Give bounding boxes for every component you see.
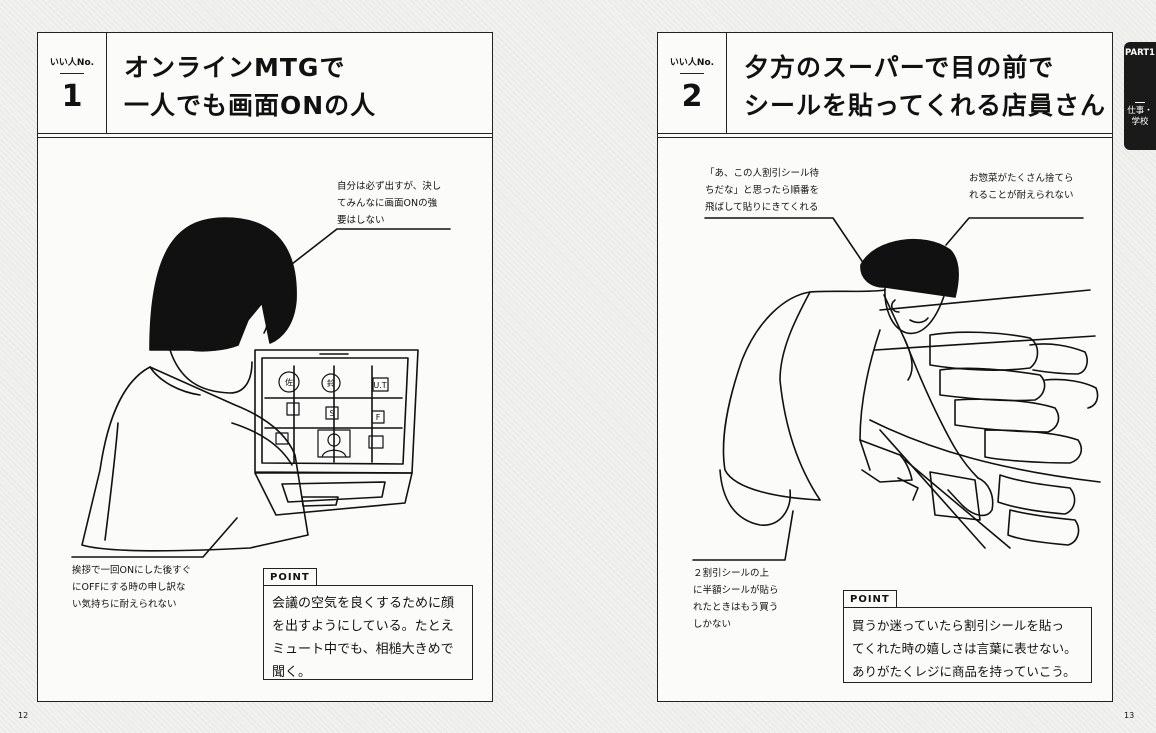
point-line: ありがたくレジに商品を持っていこう。 bbox=[852, 664, 1076, 679]
right-number: 2 bbox=[681, 79, 703, 114]
point-line: てくれた時の嬉しさは言葉に表せない。 bbox=[852, 641, 1077, 656]
point-line: ミュート中でも、相槌大きめで bbox=[272, 642, 454, 657]
caption-bottom-left: 挨拶で一回ONにした後すぐ にOFFにする時の申し訳な い気持ちに耐えられない bbox=[72, 562, 191, 613]
caption-line: てみんなに画面ONの強 bbox=[337, 198, 438, 209]
right-point-box: 買うか迷っていたら割引シールを貼っ てくれた時の嬉しさは言葉に表せない。 ありが… bbox=[843, 607, 1092, 683]
right-number-label: いい人No. bbox=[669, 58, 715, 68]
caption-top-right: お惣菜がたくさん捨てら れることが耐えられない bbox=[969, 170, 1074, 204]
caption-line: 「あ、この人割引シール待 bbox=[705, 168, 820, 179]
left-point-box: 会議の空気を良くするために顔 を出すようにしている。たとえ ミュート中でも、相槌… bbox=[263, 585, 473, 680]
left-number: 1 bbox=[61, 79, 83, 114]
point-line: を出すようにしている。たとえ bbox=[272, 619, 454, 634]
store-clerk-illustration bbox=[719, 238, 994, 526]
part-label: PART1 bbox=[1125, 48, 1155, 58]
caption-line: 要はしない bbox=[337, 215, 385, 226]
left-title: オンラインMTGで 一人でも画面ONの人 bbox=[124, 49, 376, 125]
part-tab-divider bbox=[1135, 102, 1145, 103]
caption-top-right-left: 「あ、この人割引シール待 ちだな」と思ったら順番を 飛ばして貼りにきてくれる bbox=[705, 165, 819, 216]
caption-bottom-right: ２割引シールの上 に半額シールが貼ら れたときはもう買う しかない bbox=[693, 565, 779, 633]
caption-line: 飛ばして貼りにきてくれる bbox=[705, 202, 819, 213]
left-number-label: いい人No. bbox=[49, 58, 95, 68]
caption-line: しかない bbox=[693, 619, 732, 630]
laptop-screen-tiles bbox=[275, 371, 389, 458]
left-number-box: いい人No. 1 bbox=[38, 33, 107, 133]
callout-line-top-right-left bbox=[704, 217, 865, 265]
caption-line: お惣菜がたくさん捨てら bbox=[969, 173, 1074, 184]
supermarket-shelves-illustration bbox=[869, 289, 1101, 549]
right-number-divider bbox=[680, 73, 704, 74]
tile-label-3: U.T bbox=[373, 381, 386, 390]
right-number-box: いい人No. 2 bbox=[658, 33, 727, 133]
part-section-label: 仕事・学校 bbox=[1127, 106, 1153, 127]
left-page-number: 12 bbox=[18, 711, 29, 720]
callout-line-bottom-right bbox=[692, 510, 794, 561]
point-line: 聞く。 bbox=[272, 665, 312, 680]
point-line: 会議の空気を良くするために顔 bbox=[272, 596, 455, 611]
caption-line: い気持ちに耐えられない bbox=[72, 599, 177, 610]
right-page-number: 13 bbox=[1124, 711, 1135, 720]
caption-top-left: 自分は必ず出すが、決し てみんなに画面ONの強 要はしない bbox=[337, 178, 441, 229]
caption-line: れることが耐えられない bbox=[969, 190, 1074, 201]
left-title-line1: オンラインMTGで bbox=[124, 53, 346, 82]
caption-line: ちだな」と思ったら順番を bbox=[705, 185, 820, 196]
right-point-label: POINT bbox=[843, 590, 897, 608]
caption-line: にOFFにする時の申し訳な bbox=[72, 582, 186, 593]
tile-label-1: 佐 bbox=[285, 377, 293, 387]
screen-tile-labels: 佐 鈴 U.T S F bbox=[285, 377, 387, 422]
caption-line: に半額シールが貼ら bbox=[693, 585, 779, 596]
tile-label-2: 鈴 bbox=[327, 378, 335, 388]
caption-line: 自分は必ず出すが、決し bbox=[337, 181, 442, 192]
callout-line-bottom-left bbox=[71, 517, 238, 558]
tile-label-4: S bbox=[329, 409, 334, 418]
right-title: 夕方のスーパーで目の前で シールを貼ってくれる店員さん bbox=[744, 49, 1106, 125]
point-line: 買うか迷っていたら割引シールを貼っ bbox=[852, 618, 1064, 633]
left-header: いい人No. 1 オンラインMTGで 一人でも画面ONの人 bbox=[38, 33, 492, 138]
caption-line: ２割引シールの上 bbox=[693, 568, 770, 579]
part-side-tab: PART1 仕事・学校 bbox=[1124, 42, 1156, 150]
caption-line: れたときはもう買う bbox=[693, 602, 779, 613]
tile-label-5: F bbox=[376, 413, 381, 422]
right-title-line2: シールを貼ってくれる店員さん bbox=[744, 91, 1107, 120]
left-title-line2: 一人でも画面ONの人 bbox=[124, 91, 377, 120]
man-at-laptop-illustration bbox=[81, 217, 309, 552]
right-header: いい人No. 2 夕方のスーパーで目の前で シールを貼ってくれる店員さん bbox=[658, 33, 1112, 138]
right-title-line1: 夕方のスーパーで目の前で bbox=[744, 53, 1055, 82]
callout-line-top-left bbox=[291, 228, 451, 265]
left-point-label: POINT bbox=[263, 568, 317, 586]
left-number-divider bbox=[60, 73, 84, 74]
caption-line: 挨拶で一回ONにした後すぐ bbox=[72, 565, 192, 576]
callout-line-top-right bbox=[945, 217, 1084, 246]
